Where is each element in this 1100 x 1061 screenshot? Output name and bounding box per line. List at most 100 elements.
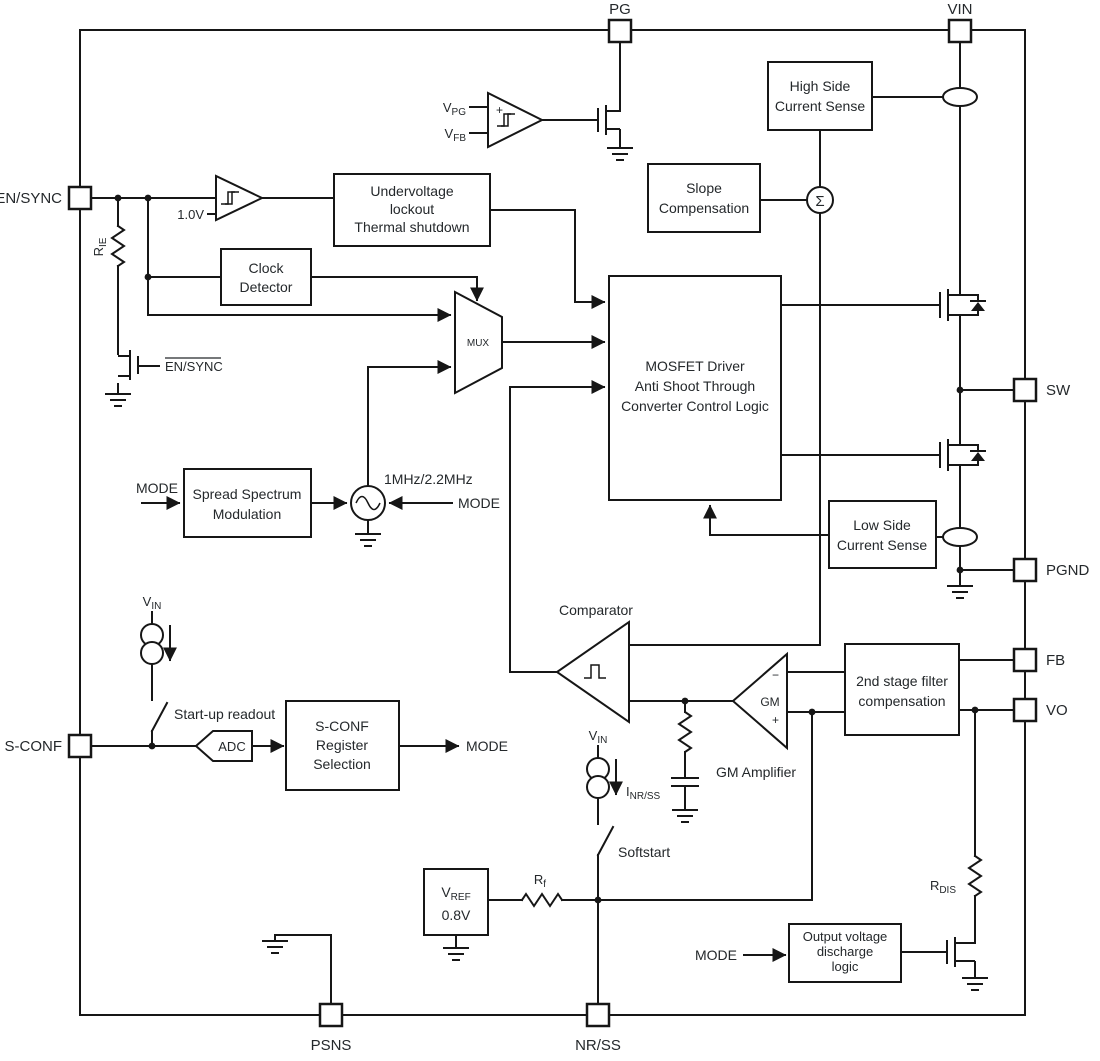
block-uvlo-thermal: Undervoltage lockout Thermal shutdown xyxy=(333,173,491,247)
block-text: Thermal shutdown xyxy=(354,219,469,235)
rf-resistor: Rf xyxy=(520,872,564,908)
wires xyxy=(90,41,1015,1005)
adc-label: ADC xyxy=(218,739,245,754)
pin-label: PG xyxy=(609,1,631,18)
adc: ADC xyxy=(194,730,253,762)
comparator-label: Comparator xyxy=(559,602,633,618)
block-text: Output voltage xyxy=(803,929,888,944)
nrss-current-source xyxy=(586,757,623,799)
block-text: Current Sense xyxy=(837,537,927,553)
vpg-label: VPG xyxy=(443,100,466,118)
ground-vref xyxy=(443,947,469,961)
block-text: Detector xyxy=(240,279,293,295)
block-text: High Side xyxy=(790,78,851,94)
mode-label-spread: MODE xyxy=(136,480,178,496)
pin-psns: PSNS xyxy=(311,1002,351,1054)
ground-symbols xyxy=(105,129,988,991)
pin-label: NR/SS xyxy=(575,1037,621,1054)
reference-1v-label: 1.0V xyxy=(177,207,204,222)
high-side-sense-element xyxy=(942,87,978,107)
device-boundary xyxy=(79,29,1026,1016)
frequency-label: 1MHz/2.2MHz xyxy=(384,471,473,487)
pin-label: SW xyxy=(1046,382,1071,399)
block-slope-compensation: Slope Compensation xyxy=(647,163,761,233)
block-clock-detector: Clock Detector xyxy=(220,248,312,306)
low-side-sense-element xyxy=(942,527,978,547)
ground-discharge-fet xyxy=(962,961,988,991)
block-text: discharge xyxy=(817,944,873,959)
pin-label: VIN xyxy=(947,1,972,18)
vref-value: 0.8V xyxy=(442,907,471,923)
block-vref: VREF 0.8V xyxy=(423,868,489,936)
pin-vin: VIN xyxy=(947,1,973,44)
block-sconf-register: S-CONF Register Selection xyxy=(285,700,400,791)
block-text: Clock xyxy=(248,260,284,276)
pin-label: FB xyxy=(1046,652,1065,669)
compensation-rc-network xyxy=(671,711,699,787)
sconf-current-source xyxy=(140,623,177,665)
pin-en-sync: EN/SYNC xyxy=(0,185,93,211)
softstart-label: Softstart xyxy=(618,844,670,860)
block-high-side-current-sense: High Side Current Sense xyxy=(767,61,873,131)
inrss-label: INR/SS xyxy=(626,784,661,802)
pin-vo: VO xyxy=(1012,697,1068,723)
en-sync-not-label: EN/SYNC xyxy=(165,357,223,374)
block-text: Anti Shoot Through xyxy=(635,378,755,394)
mode-label-osc: MODE xyxy=(458,495,500,511)
block-text: Slope xyxy=(686,180,722,196)
block-text: Undervoltage xyxy=(370,183,453,199)
vref-label: VREF xyxy=(441,884,470,903)
block-output-discharge: Output voltage discharge logic xyxy=(788,923,902,983)
rf-label: Rf xyxy=(534,872,546,890)
block-text: Modulation xyxy=(213,506,282,522)
gm-plus: + xyxy=(772,713,779,727)
pin-label: PGND xyxy=(1046,562,1090,579)
ground-oscillator xyxy=(355,533,381,547)
pin-pgnd: PGND xyxy=(1012,557,1090,583)
block-text: Low Side xyxy=(853,517,911,533)
block-text: logic xyxy=(832,959,859,974)
gm-label: GM xyxy=(760,695,779,709)
pg-comparator: + VPG VFB xyxy=(443,91,545,149)
block-text: S-CONF xyxy=(315,718,369,734)
sigma-label: Σ xyxy=(815,193,824,210)
pin-nr-ss: NR/SS xyxy=(575,1002,621,1054)
block-text: Current Sense xyxy=(775,98,865,114)
rdis-resistor: RDIS xyxy=(930,854,983,898)
high-side-mosfet xyxy=(939,289,986,321)
ground-pg-fet xyxy=(607,129,633,161)
block-text: lockout xyxy=(390,201,434,217)
svg-text:EN/SYNC: EN/SYNC xyxy=(165,359,223,374)
ground-power-stage xyxy=(947,585,973,599)
pg-mosfet xyxy=(597,42,621,135)
enable-pulldown-resistor: RIE xyxy=(91,224,126,268)
pulse-icon xyxy=(584,664,606,679)
startup-readout-label: Start-up readout xyxy=(174,706,275,722)
rdis-label: RDIS xyxy=(930,878,956,896)
mode-label-discharge: MODE xyxy=(695,947,737,963)
vfb-label: VFB xyxy=(445,126,467,144)
comp-resistor xyxy=(677,711,693,753)
body-diode-icon xyxy=(971,452,985,461)
ground-comp-network xyxy=(672,809,698,823)
discharge-mosfet xyxy=(946,937,975,967)
oscillator xyxy=(350,485,386,521)
block-text: Spread Spectrum xyxy=(193,486,302,502)
low-side-mosfet xyxy=(939,439,986,471)
rie-label: RIE xyxy=(91,237,109,256)
ground-psns xyxy=(262,940,288,954)
pin-s-conf: S-CONF xyxy=(5,733,93,759)
pin-label: VO xyxy=(1046,702,1068,719)
pin-sw: SW xyxy=(1012,377,1071,403)
block-text: compensation xyxy=(858,693,945,709)
block-text: Converter Control Logic xyxy=(621,398,769,414)
ground-en-fet xyxy=(105,383,131,407)
pin-fb: FB xyxy=(1012,647,1065,673)
mode-label-sconf: MODE xyxy=(466,738,508,754)
block-2nd-stage-filter: 2nd stage filter compensation xyxy=(844,643,960,736)
mux: MUX xyxy=(454,290,503,395)
block-text: Register xyxy=(316,737,368,753)
block-spread-spectrum: Spread Spectrum Modulation xyxy=(183,468,312,538)
